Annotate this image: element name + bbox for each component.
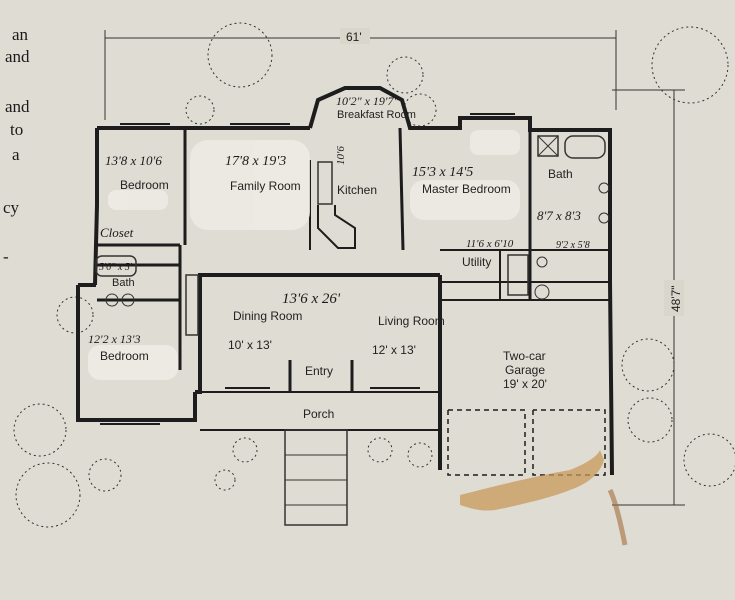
width-dimension: 61' bbox=[104, 28, 617, 120]
side-text-7: - bbox=[3, 247, 9, 266]
breakfast-room-label: Breakfast Room bbox=[337, 109, 416, 121]
living-room-label: Living Room bbox=[378, 314, 445, 328]
windows bbox=[100, 113, 515, 425]
bedroom-nw-label: Bedroom bbox=[120, 178, 169, 192]
porch-steps bbox=[284, 429, 348, 526]
side-text-3: and bbox=[5, 97, 30, 116]
master-bedroom-note: 15'3 x 14'5 bbox=[412, 165, 473, 180]
dining-room-size: 10' x 13' bbox=[228, 338, 272, 352]
closet-label: Closet bbox=[100, 225, 134, 240]
side-text-5: a bbox=[12, 145, 20, 164]
utility-note: 11'6 x 6'10 bbox=[466, 238, 514, 250]
exterior-walls bbox=[76, 86, 614, 476]
landscaping bbox=[13, 22, 735, 528]
side-text-1: an bbox=[12, 25, 29, 44]
garage-label-line-2: Garage bbox=[505, 363, 545, 377]
bedroom-sw-note: 12'2 x 13'3 bbox=[88, 332, 140, 346]
kitchen-label: Kitchen bbox=[337, 183, 377, 197]
stain bbox=[460, 450, 604, 511]
living-room-size: 12' x 13' bbox=[372, 343, 416, 357]
closet-size-note: 9'2 x 5'8 bbox=[556, 240, 590, 251]
breakfast-note: 10'2" x 19'7" bbox=[336, 94, 399, 108]
correction-marks bbox=[88, 130, 520, 380]
family-room-label: Family Room bbox=[230, 179, 301, 193]
porch-label: Porch bbox=[303, 407, 334, 421]
great-room-note: 13'6 x 26' bbox=[282, 291, 341, 307]
bedroom-nw-note: 13'8 x 10'6 bbox=[105, 153, 162, 168]
family-room-note: 17'8 x 19'3 bbox=[225, 154, 286, 169]
stain-drip bbox=[607, 488, 628, 546]
master-bedroom-label: Master Bedroom bbox=[422, 182, 511, 196]
depth-dimension: 48'7" bbox=[612, 89, 685, 506]
interior-walls bbox=[95, 127, 610, 526]
side-text-2: and bbox=[5, 47, 30, 66]
side-text-4: to bbox=[10, 120, 23, 139]
side-text-6: cy bbox=[3, 198, 20, 217]
garage-label-line-1: Two-car bbox=[503, 349, 546, 363]
master-bath-label: Bath bbox=[548, 167, 573, 181]
master-bath-note: 8'7 x 8'3 bbox=[537, 208, 581, 223]
bath-label: Bath bbox=[112, 277, 135, 289]
dining-room-label: Dining Room bbox=[233, 309, 302, 323]
bath-note: 5'6" x 5' bbox=[99, 262, 133, 273]
kitchen-note: 10'6 bbox=[335, 146, 347, 165]
garage-size: 19' x 20' bbox=[503, 377, 547, 391]
bedroom-sw-label: Bedroom bbox=[100, 349, 149, 363]
entry-label: Entry bbox=[305, 364, 333, 378]
depth-label: 48'7" bbox=[669, 285, 683, 312]
utility-label: Utility bbox=[462, 255, 491, 269]
width-label: 61' bbox=[346, 30, 362, 44]
